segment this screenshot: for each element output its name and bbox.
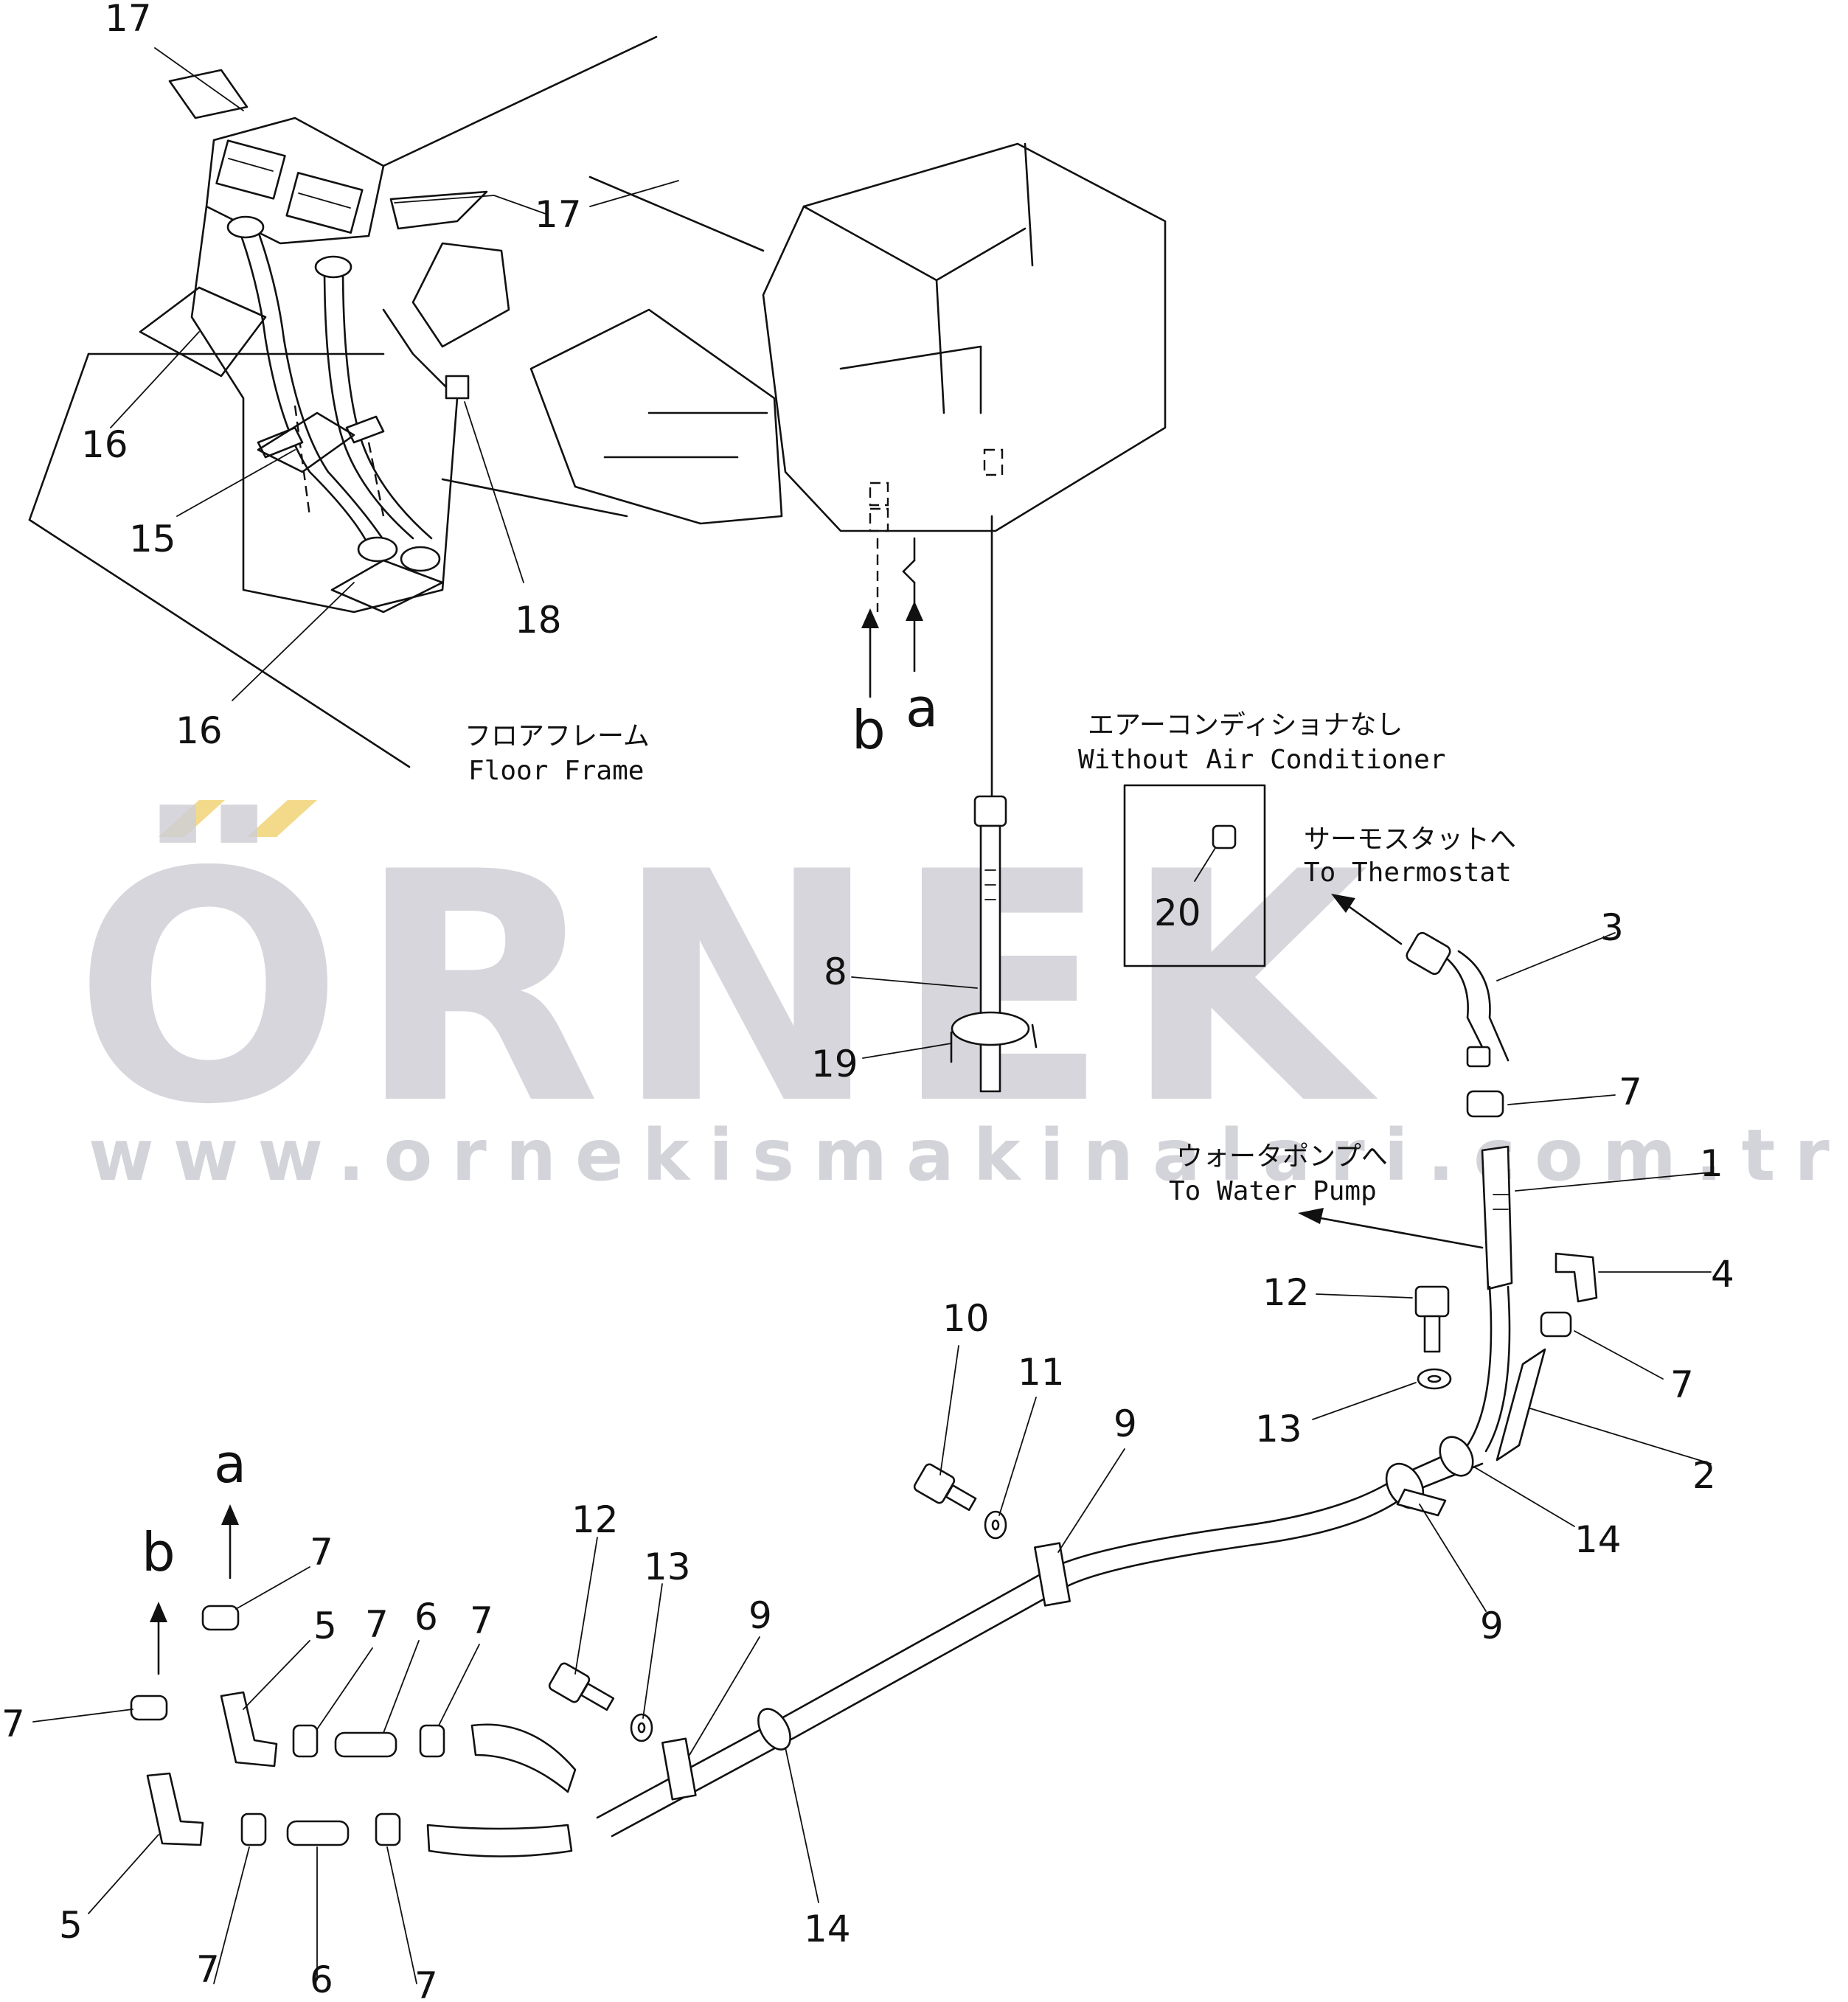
callout-7: 7	[365, 1603, 389, 1646]
arrow-up-icon	[906, 601, 923, 621]
thermostat-caption-jp: サーモスタットへ	[1304, 824, 1516, 855]
callout-13: 13	[644, 1546, 691, 1588]
water-pump-caption-jp: ウォータポンプへ	[1176, 1141, 1388, 1172]
engine-compartment	[441, 142, 1167, 798]
no-ac-box	[1123, 784, 1266, 967]
callout-6: 6	[414, 1596, 438, 1638]
callout-7: 7	[470, 1599, 493, 1642]
callout-7: 7	[1619, 1071, 1642, 1113]
callout-17: 17	[535, 193, 582, 236]
callout-12: 12	[572, 1498, 619, 1541]
arrow-icon	[1298, 1208, 1324, 1224]
callout-16: 16	[176, 709, 223, 752]
ref-a-upper: a	[906, 677, 938, 739]
floor-frame-caption-en: Floor Frame	[468, 756, 644, 786]
tube-part-8	[950, 795, 1038, 1093]
callout-1: 1	[1700, 1142, 1723, 1185]
reference-letters: b a a b	[142, 677, 938, 1583]
callout-9: 9	[748, 1594, 772, 1637]
watermark: ÖRNEK www.ornekismakinalari.com.tr	[74, 800, 1848, 1197]
thermostat-caption-en: To Thermostat	[1304, 858, 1512, 888]
callout-5: 5	[59, 1904, 83, 1947]
callout-2: 2	[1692, 1454, 1716, 1497]
watermark-accent-mark	[247, 800, 317, 837]
ref-b-upper: b	[852, 699, 886, 761]
right-hose-group	[1298, 1090, 1598, 1461]
callout-9: 9	[1114, 1403, 1137, 1445]
watermark-url: www.ornekismakinalari.com.tr	[88, 1114, 1848, 1197]
callout-15: 15	[129, 518, 176, 560]
callout-6: 6	[310, 1958, 333, 2001]
no-ac-caption-en: Without Air Conditioner	[1078, 745, 1446, 775]
callout-7: 7	[1, 1703, 25, 1745]
floor-frame-caption-jp: フロアフレーム	[465, 721, 650, 751]
callout-10: 10	[942, 1297, 990, 1340]
callout-7: 7	[196, 1948, 220, 1991]
callout-20: 20	[1154, 891, 1201, 934]
elbow-part-3	[1331, 894, 1510, 1068]
heater-assembly	[28, 35, 658, 768]
callout-4: 4	[1711, 1253, 1734, 1296]
arrow-icon	[1331, 894, 1355, 913]
callout-19: 19	[811, 1043, 858, 1085]
callout-13: 13	[1255, 1408, 1302, 1450]
ref-b-lower: b	[142, 1521, 176, 1583]
callout-7: 7	[310, 1531, 333, 1574]
main-pipe	[548, 1436, 1484, 1838]
watermark-accent-mark	[159, 800, 225, 837]
arrow-up-icon	[221, 1504, 239, 1525]
callout-12: 12	[1262, 1271, 1310, 1314]
callout-18: 18	[515, 599, 562, 642]
callout-numbers: 17 17 16 15 18 16 20 3 8 19 7 1 4 12 7 1…	[1, 0, 1734, 2002]
callout-16: 16	[81, 423, 128, 466]
callout-7: 7	[1670, 1363, 1694, 1406]
callout-5: 5	[313, 1605, 337, 1647]
callout-14: 14	[804, 1908, 851, 1950]
callout-9: 9	[1480, 1605, 1504, 1647]
ref-a-lower: a	[214, 1433, 246, 1495]
watermark-brand: ÖRNEK	[74, 802, 1381, 1174]
callout-3: 3	[1600, 906, 1624, 949]
arrow-up-icon	[150, 1602, 167, 1622]
callout-17: 17	[105, 0, 152, 40]
water-pump-caption-en: To Water Pump	[1169, 1176, 1377, 1206]
leader-lines	[32, 47, 1712, 1984]
callout-8: 8	[824, 950, 847, 993]
lower-left-fittings	[130, 1504, 577, 1857]
callout-7: 7	[414, 1964, 438, 2002]
captions: フロアフレーム Floor Frame エアーコンディショナなし Without…	[465, 710, 1516, 1206]
arrow-up-icon	[861, 608, 879, 628]
callout-14: 14	[1574, 1518, 1622, 1561]
callout-11: 11	[1018, 1351, 1065, 1394]
no-ac-caption-jp: エアーコンディショナなし	[1088, 710, 1403, 740]
